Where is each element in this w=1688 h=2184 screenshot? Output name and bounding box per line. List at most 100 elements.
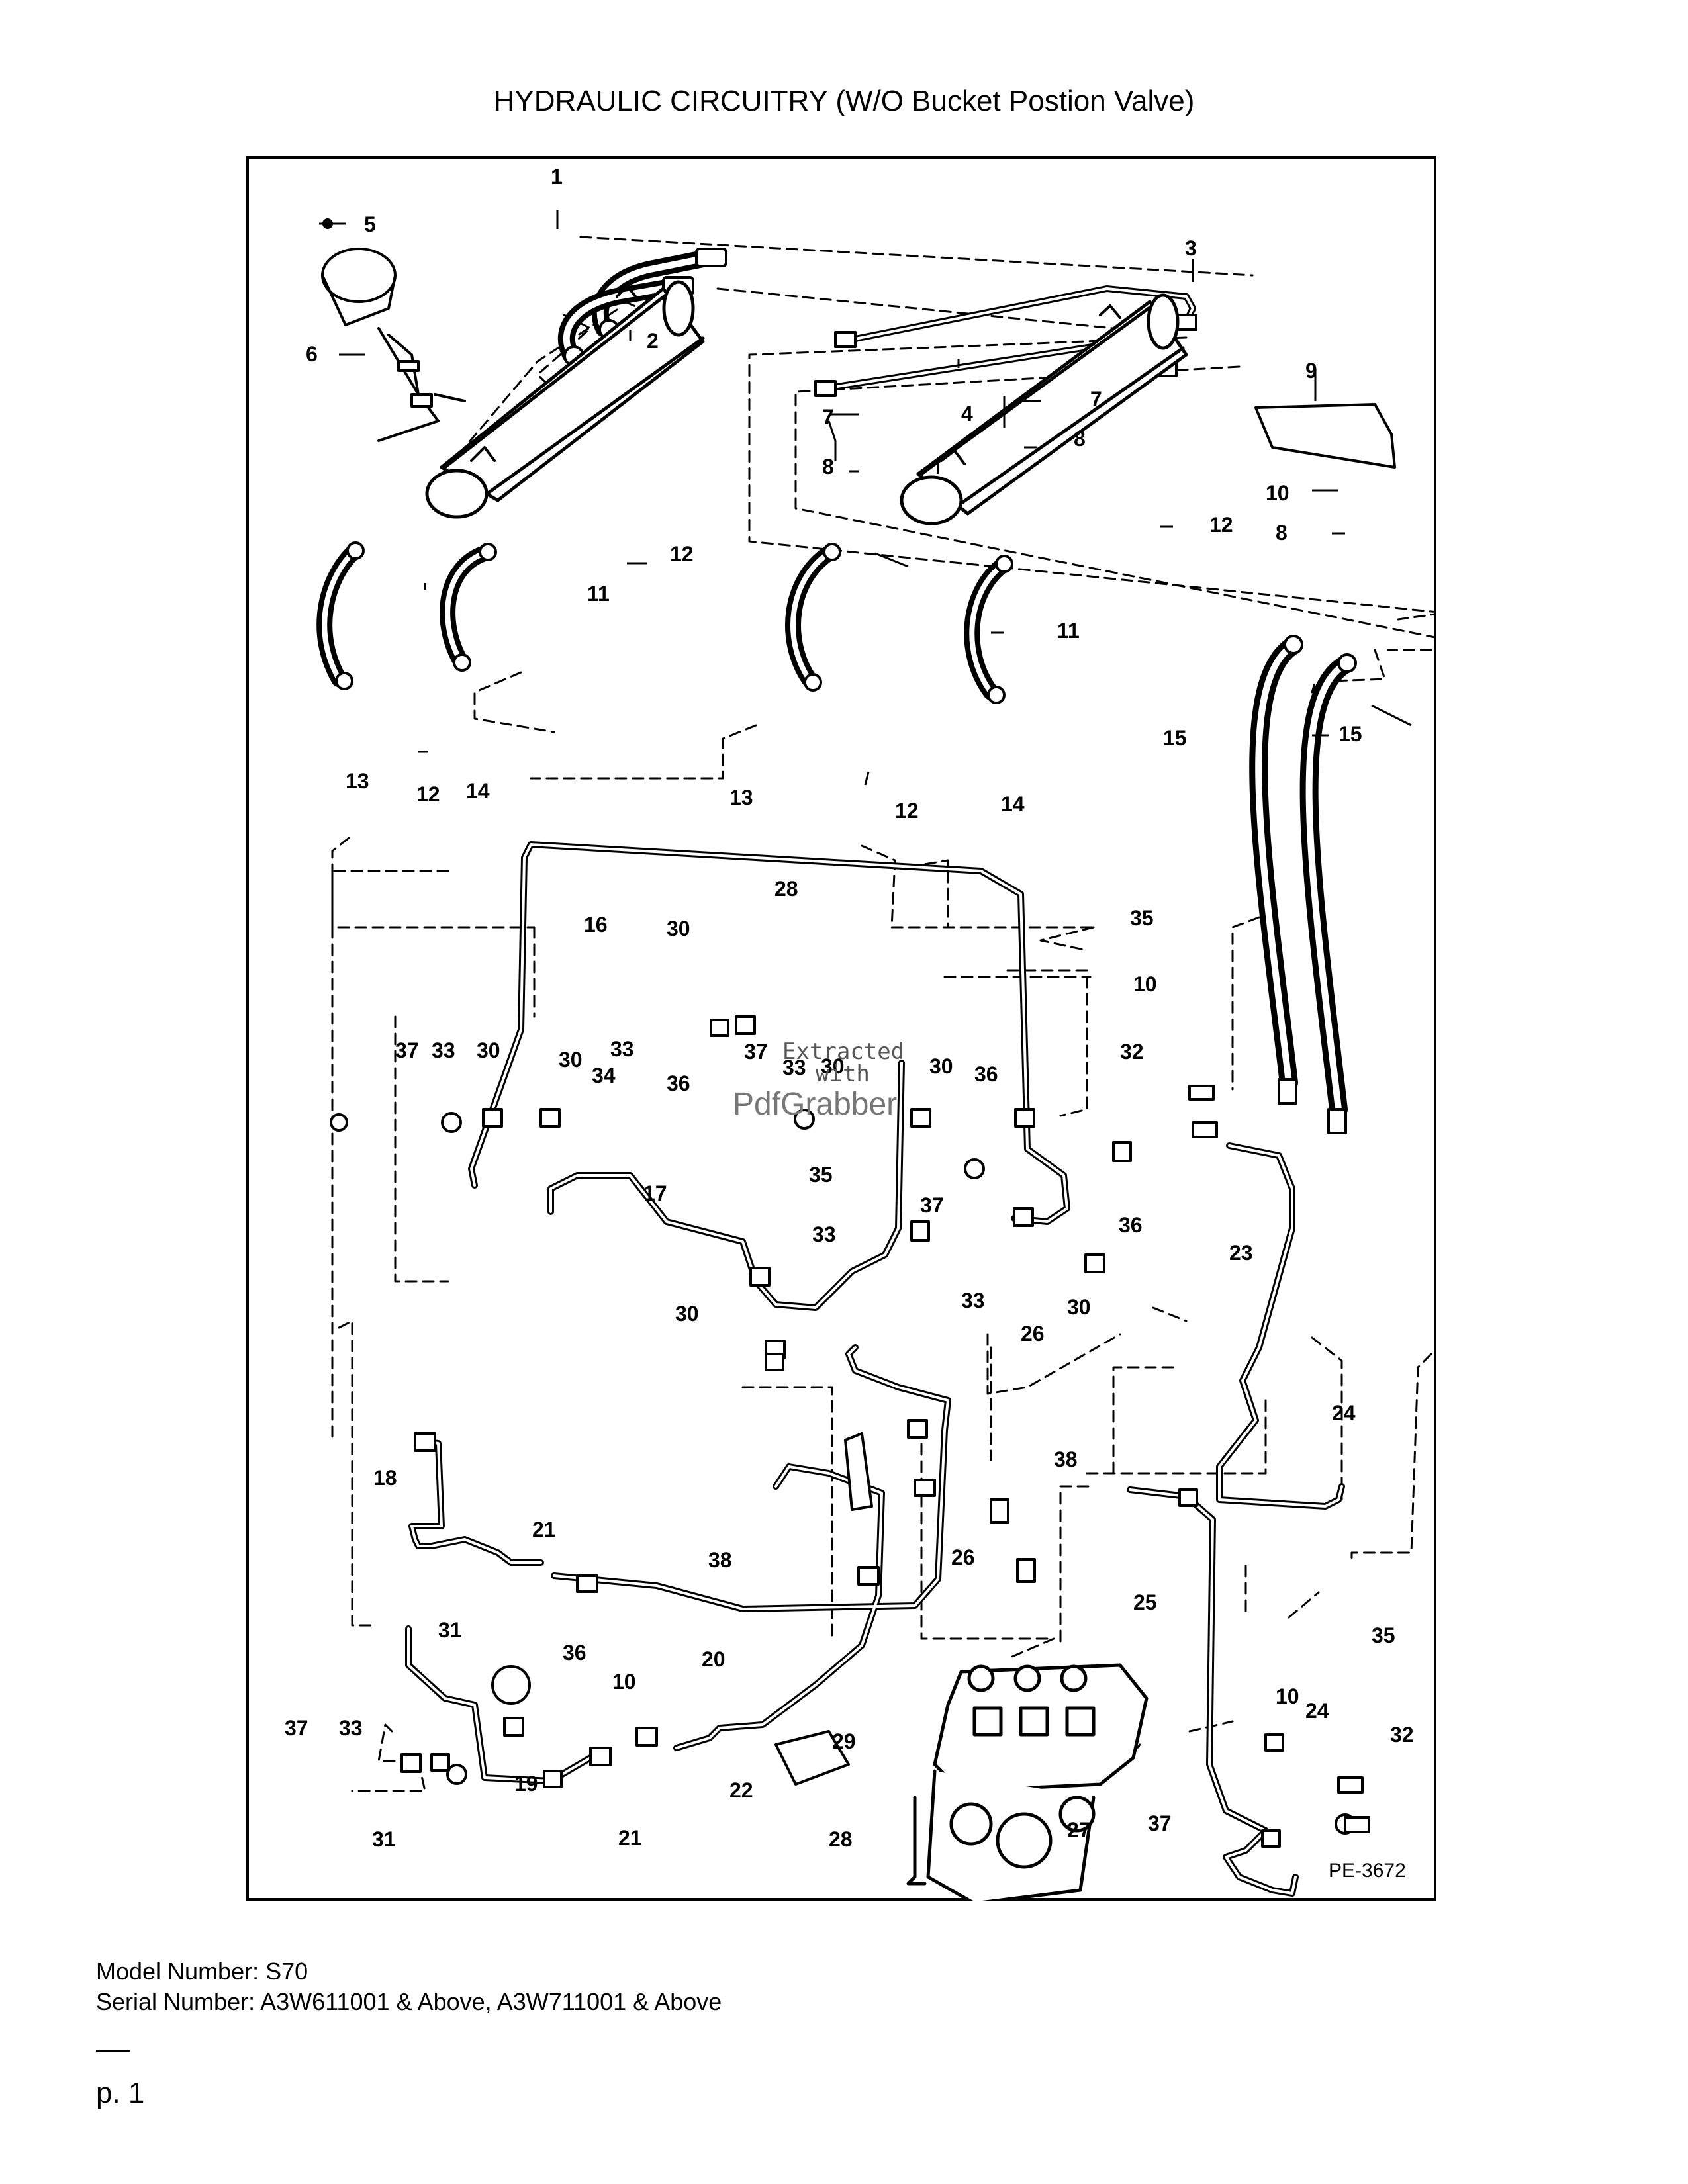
callout-29: 29 [832, 1729, 856, 1753]
callout-36-d: 36 [563, 1641, 586, 1664]
reservoir-bracket [321, 218, 466, 442]
clamp-22 [774, 1432, 873, 1786]
callout-20: 20 [702, 1647, 726, 1671]
callout-30-b: 30 [477, 1038, 500, 1062]
figure-code: PE-3672 [1329, 1860, 1406, 1882]
callout-12-d: 12 [895, 799, 919, 823]
callout-30-c: 30 [559, 1048, 583, 1071]
hoses-15 [1249, 635, 1357, 1134]
callout-33-b: 33 [610, 1037, 634, 1061]
callout-24-a: 24 [1332, 1401, 1356, 1425]
watermark-line3: PdfGrabber [733, 1087, 897, 1122]
cylinder-11-left [425, 280, 705, 519]
callout-33-e: 33 [961, 1289, 985, 1312]
callout-9: 9 [1305, 359, 1317, 383]
callout-12-c: 12 [416, 782, 440, 806]
callout-30-g: 30 [1067, 1295, 1091, 1319]
callout-10-c: 10 [612, 1670, 636, 1694]
callout-3: 3 [1185, 236, 1197, 260]
callout-30-e: 30 [929, 1054, 953, 1078]
callout-32-a: 32 [1120, 1040, 1144, 1064]
callout-13-right: 13 [729, 786, 753, 809]
callout-21-b: 21 [618, 1826, 642, 1850]
hydraulic-diagram: 1 2 3 4 5 6 7 7 8 8 8 9 10 10 10 10 11 1… [285, 165, 1436, 1901]
callout-11-left: 11 [587, 582, 610, 606]
callout-36-c: 36 [1119, 1213, 1143, 1237]
callout-27: 27 [1067, 1818, 1091, 1842]
callout-16: 16 [584, 913, 608, 936]
callout-26-a: 26 [1021, 1322, 1045, 1345]
callout-30-f: 30 [675, 1302, 699, 1326]
callout-23: 23 [1229, 1241, 1253, 1265]
dashed-connection-lines [331, 236, 1436, 1792]
callout-21-a: 21 [532, 1518, 556, 1541]
tube-3 [834, 285, 1197, 348]
callout-8-b: 8 [1074, 427, 1086, 451]
callout-1: 1 [551, 165, 563, 189]
callout-15-left: 15 [1163, 726, 1187, 750]
callout-13-left: 13 [346, 769, 369, 793]
callout-2: 2 [647, 329, 659, 353]
callout-7-a: 7 [822, 405, 834, 429]
callout-6: 6 [306, 342, 318, 366]
callout-37-d: 37 [285, 1716, 308, 1740]
model-number: Model Number: S70 [96, 1958, 308, 1985]
callout-35-c: 35 [1372, 1623, 1395, 1647]
hose-1 [591, 248, 727, 340]
callout-33-f: 33 [339, 1716, 363, 1740]
callout-14-left: 14 [466, 779, 490, 803]
callout-37-a: 37 [395, 1038, 419, 1062]
callout-28-a: 28 [774, 877, 798, 901]
callout-10-a: 10 [1266, 481, 1289, 505]
callout-30-a: 30 [667, 917, 690, 940]
callout-33-c: 33 [782, 1056, 806, 1079]
callout-35-a: 35 [1130, 906, 1154, 930]
callout-15-right: 15 [1338, 722, 1362, 746]
callout-31-b: 31 [372, 1827, 396, 1851]
callout-18: 18 [373, 1466, 397, 1490]
callout-31-a: 31 [438, 1618, 462, 1642]
page-title: HYDRAULIC CIRCUITRY (W/O Bucket Postion … [493, 85, 1195, 117]
callout-37-e: 37 [1148, 1811, 1172, 1835]
callout-17: 17 [643, 1181, 667, 1205]
callout-4: 4 [961, 402, 973, 426]
callout-10-b: 10 [1133, 972, 1157, 996]
page-number: p. 1 [96, 2077, 145, 2109]
callout-14-right: 14 [1001, 792, 1025, 816]
hoses-13-14 [316, 541, 1013, 704]
callout-12-b: 12 [1209, 513, 1233, 537]
callout-11-right: 11 [1057, 619, 1080, 643]
callout-12-a: 12 [670, 542, 694, 566]
callout-labels: 1 2 3 4 5 6 7 7 8 8 8 9 10 10 10 10 11 1… [285, 165, 1414, 1882]
watermark-line2: with [816, 1061, 870, 1087]
callout-38-b: 38 [708, 1548, 732, 1572]
callout-26-b: 26 [951, 1545, 975, 1569]
callout-28-b: 28 [829, 1827, 853, 1851]
watermark-line1: Extracted [782, 1038, 904, 1065]
callout-25: 25 [1133, 1590, 1157, 1614]
callout-19: 19 [514, 1772, 538, 1796]
serial-number: Serial Number: A3W611001 & Above, A3W711… [96, 1988, 722, 2015]
callout-38-a: 38 [1054, 1447, 1078, 1471]
callout-33-d: 33 [812, 1222, 836, 1246]
callout-36-a: 36 [667, 1071, 690, 1095]
callout-33-a: 33 [432, 1038, 455, 1062]
callout-8-a: 8 [822, 455, 834, 478]
tubes-inner [408, 844, 1342, 1893]
callout-8-c: 8 [1276, 521, 1288, 545]
callout-10-d: 10 [1276, 1684, 1299, 1708]
tubes [405, 841, 1345, 1897]
bracket-9 [1254, 403, 1396, 469]
callout-37-c: 37 [920, 1193, 944, 1217]
cylinder-11-right [900, 293, 1188, 525]
fittings [330, 1015, 1370, 1848]
callout-22: 22 [729, 1778, 753, 1802]
control-valve-27 [906, 1663, 1149, 1901]
callout-5: 5 [364, 212, 376, 236]
callout-35-b: 35 [809, 1163, 833, 1187]
page-rule [96, 2050, 130, 2052]
diagram-frame [246, 156, 1436, 1901]
callout-30-d: 30 [821, 1054, 845, 1078]
callout-37-b: 37 [744, 1040, 768, 1064]
callout-36-b: 36 [974, 1062, 998, 1086]
